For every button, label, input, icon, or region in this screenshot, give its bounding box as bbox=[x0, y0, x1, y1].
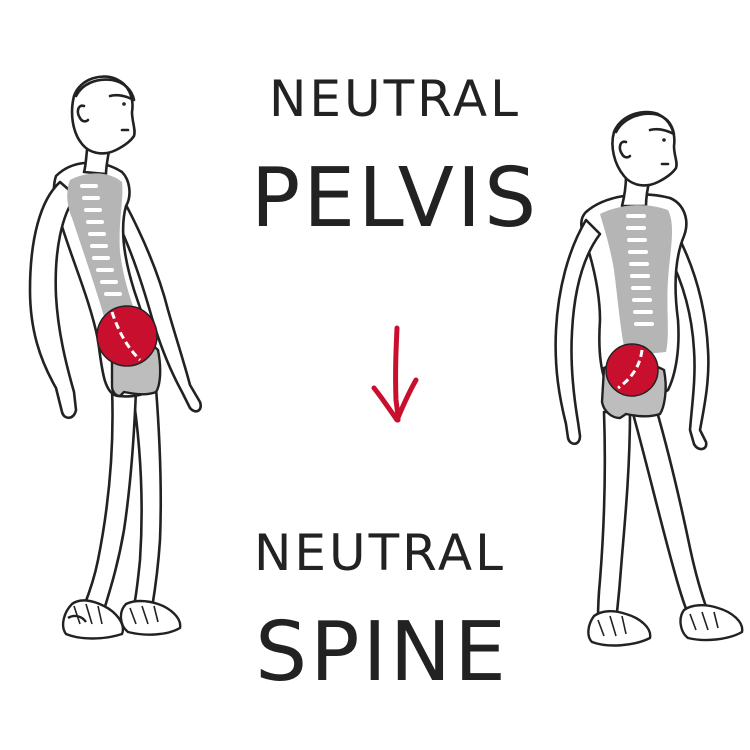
right-figure-front-arm bbox=[554, 218, 602, 446]
right-figure-pelvis-spine-curve bbox=[617, 349, 644, 390]
right-figure-back-arm bbox=[662, 230, 710, 451]
right-figure-hair bbox=[614, 112, 676, 136]
right-figure-back-shoe bbox=[679, 604, 744, 642]
bottom-title-line2: SPINE bbox=[255, 605, 509, 700]
top-title-line2: PELVIS bbox=[250, 151, 540, 246]
right-figure-shoes bbox=[587, 604, 744, 647]
right-figure-eye bbox=[662, 138, 666, 142]
right-figure-front-shoe bbox=[587, 610, 652, 647]
left-figure-front-shoe bbox=[61, 599, 125, 640]
left-figure-back-arm bbox=[110, 188, 202, 413]
right-figure-pelvis-highlight bbox=[605, 343, 659, 397]
right-figure-shirt-shade bbox=[600, 205, 673, 356]
top-title-line1: NEUTRAL bbox=[269, 70, 521, 128]
bottom-title-line1: NEUTRAL bbox=[254, 524, 506, 582]
right-figure-spine bbox=[626, 214, 654, 326]
left-figure-back-shoe bbox=[119, 599, 182, 636]
left-figure-front-arm bbox=[28, 180, 78, 420]
left-figure-hair bbox=[74, 78, 136, 102]
left-figure-eye bbox=[122, 102, 126, 106]
left-figure-pelvis-highlight bbox=[96, 305, 158, 367]
left-figure-shirt-shade bbox=[67, 173, 142, 338]
left-figure-shoes bbox=[61, 599, 182, 640]
left-figure-ear bbox=[76, 104, 90, 123]
left-figure-spine bbox=[80, 184, 122, 296]
left-figure-pelvis-spine-curve bbox=[110, 311, 142, 362]
right-figure-ear bbox=[618, 140, 632, 159]
